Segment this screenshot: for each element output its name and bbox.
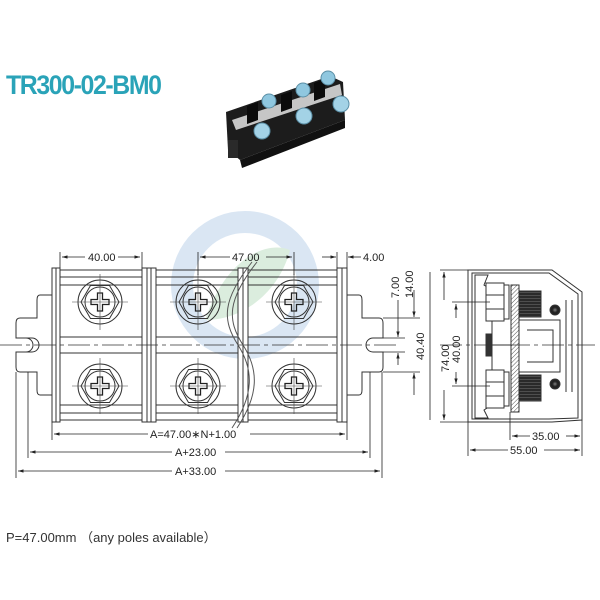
photo-screw-icon — [253, 70, 350, 140]
pitch-footnote: P=47.00mm （any poles available） — [6, 530, 217, 545]
dim-40-40: 40.40 — [415, 332, 427, 360]
dim-screw-spacing: 40.00 — [451, 335, 463, 363]
dim-depth-inner: 35.00 — [532, 431, 560, 443]
side-view — [440, 269, 595, 423]
dim-barrier: 4.00 — [363, 252, 384, 264]
model-title: TR300-02-BM0 — [6, 70, 162, 100]
dim-length-formula: A=47.00∗N+1.00 — [150, 429, 236, 441]
dim-14: 14.00 — [404, 270, 416, 298]
front-dimensions — [15, 252, 431, 478]
side-dimension-labels: 74.00 40.00 35.00 55.00 — [440, 335, 560, 457]
dim-7: 7.00 — [390, 277, 402, 298]
product-photo — [226, 70, 350, 168]
dim-length-33: A+33.00 — [175, 466, 216, 478]
dim-height: 74.00 — [440, 344, 452, 372]
dim-depth-total: 55.00 — [510, 445, 538, 457]
dim-pitch: 47.00 — [232, 252, 260, 264]
dim-length-23: A+23.00 — [175, 447, 216, 459]
dim-pole-width: 40.00 — [88, 252, 116, 264]
side-dimensions — [440, 269, 583, 456]
front-view — [0, 261, 400, 429]
front-dimension-labels: 40.00 47.00 4.00 A=47.00∗N+1.00 A+23.00 … — [88, 252, 427, 478]
